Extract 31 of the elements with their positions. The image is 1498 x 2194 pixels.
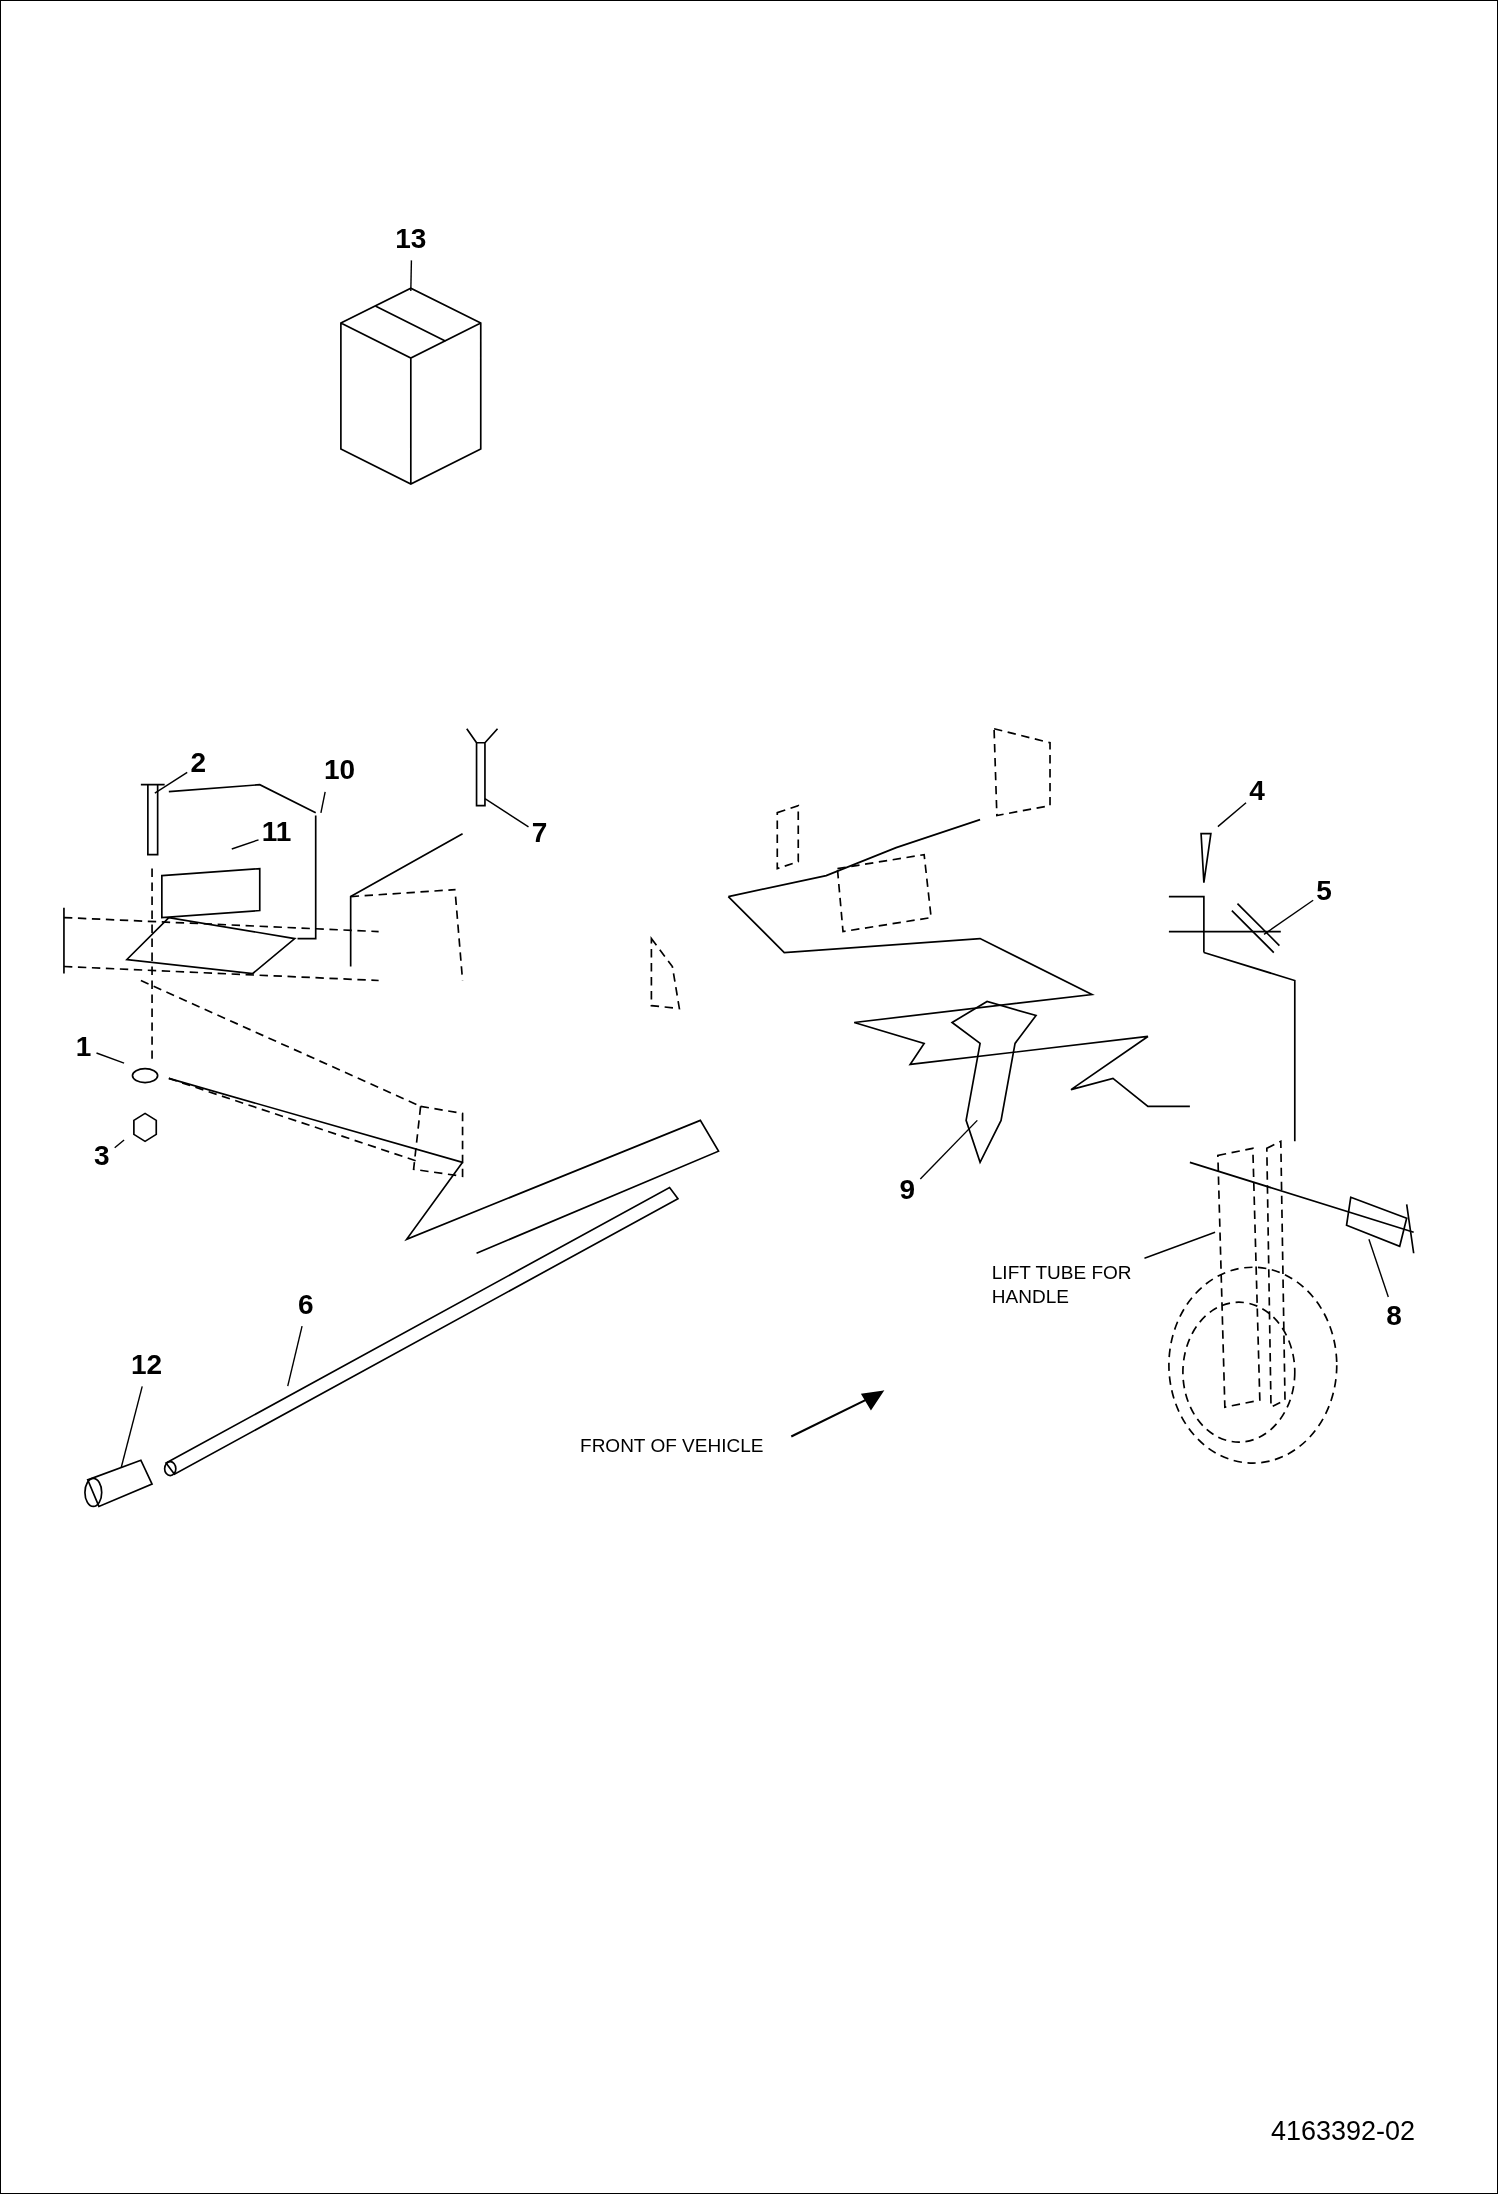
callout-number: 3 <box>93 1140 110 1173</box>
leader-line <box>1263 899 1314 936</box>
callout-number: 5 <box>1316 874 1332 907</box>
callout-number: 11 <box>261 815 292 848</box>
leader-line <box>287 1325 303 1387</box>
leader-line <box>1217 802 1247 828</box>
drawing-number: 4163392-02 <box>1271 2115 1416 2147</box>
leader-line <box>1368 1238 1389 1298</box>
leader-line <box>919 1119 978 1180</box>
callout-number: 7 <box>531 817 548 850</box>
callout-number: 13 <box>395 222 427 255</box>
leader-line <box>120 1385 143 1468</box>
leader-line <box>320 791 326 814</box>
callout-number: 2 <box>190 747 206 780</box>
note-text: LIFT TUBE FOR HANDLE <box>991 1261 1142 1309</box>
leader-line <box>95 1052 125 1064</box>
callout-number: 9 <box>899 1173 916 1206</box>
leader-line <box>410 259 413 292</box>
callout-number: 10 <box>323 754 356 787</box>
leader-line <box>231 839 260 850</box>
direction-label: FRONT OF VEHICLE <box>580 1434 764 1457</box>
leader-line <box>484 797 530 828</box>
leader-line <box>154 771 188 794</box>
leader-line <box>1143 1231 1216 1259</box>
callout-number: 12 <box>130 1348 163 1381</box>
callout-number: 8 <box>1386 1299 1402 1332</box>
callout-number: 6 <box>298 1288 314 1321</box>
plate-drawing <box>296 814 317 940</box>
leader-line <box>114 1139 125 1149</box>
callout-number: 4 <box>1249 775 1265 808</box>
callout-number: 1 <box>75 1031 92 1064</box>
